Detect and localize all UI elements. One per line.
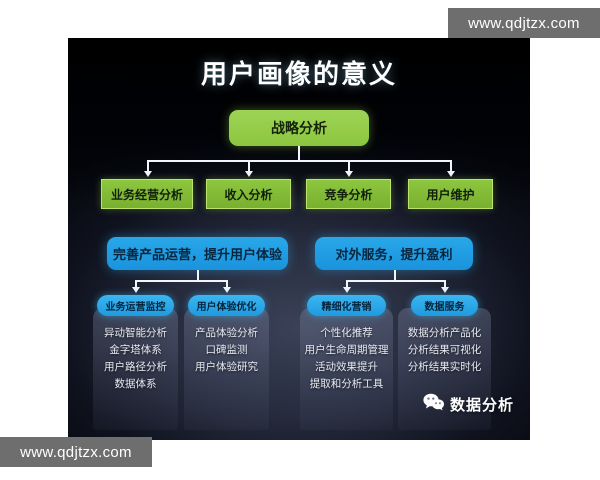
slide-panel: 用户画像的意义 战略分析 业务经营分析 收入分析 竞争分析 用户维护 完善产品运… bbox=[68, 38, 530, 440]
node-revenue-analysis[interactable]: 收入分析 bbox=[206, 179, 291, 209]
wechat-icon bbox=[423, 393, 445, 416]
pill-refined-marketing[interactable]: 精细化营销 bbox=[307, 295, 386, 316]
node-external-service-profit[interactable]: 对外服务，提升盈利 bbox=[315, 237, 473, 270]
connector-left-stem bbox=[197, 270, 199, 281]
list-item: 口碑监测 bbox=[205, 344, 248, 356]
arrow-down-pill-3 bbox=[343, 287, 351, 293]
node-user-maintenance[interactable]: 用户维护 bbox=[408, 179, 493, 209]
connector-drop-3 bbox=[348, 160, 350, 172]
list-item: 用户生命周期管理 bbox=[304, 344, 389, 356]
watermark-bottom-left: www.qdjtzx.com bbox=[0, 437, 152, 467]
pill-user-experience-optimization[interactable]: 用户体验优化 bbox=[188, 295, 265, 316]
arrow-down-pill-2 bbox=[223, 287, 231, 293]
node-strategy-analysis[interactable]: 战略分析 bbox=[229, 110, 369, 146]
arrow-down-pill-4 bbox=[441, 287, 449, 293]
connector-root-stem bbox=[298, 146, 300, 161]
connector-drop-1 bbox=[147, 160, 149, 172]
pill-business-operation-monitoring[interactable]: 业务运营监控 bbox=[97, 295, 174, 316]
detail-card-4 bbox=[398, 308, 491, 430]
list-item: 产品体验分析 bbox=[195, 327, 258, 339]
detail-card-3 bbox=[300, 308, 393, 430]
list-item: 用户体验研究 bbox=[195, 361, 258, 373]
connector-left-bus bbox=[135, 280, 226, 282]
list-item: 用户路径分析 bbox=[104, 361, 167, 373]
wechat-logo: 数据分析 bbox=[423, 393, 514, 416]
arrow-down-pill-1 bbox=[132, 287, 140, 293]
wechat-logo-text: 数据分析 bbox=[450, 397, 515, 414]
node-business-operation-analysis[interactable]: 业务经营分析 bbox=[101, 179, 193, 209]
arrow-down-1 bbox=[144, 171, 152, 177]
list-item: 金字塔体系 bbox=[109, 344, 162, 356]
arrow-down-3 bbox=[345, 171, 353, 177]
pill-data-service[interactable]: 数据服务 bbox=[411, 295, 478, 316]
arrow-down-2 bbox=[245, 171, 253, 177]
connector-root-bus bbox=[147, 160, 450, 162]
detail-list-3: 个性化推荐 用户生命周期管理 活动效果提升 提取和分析工具 bbox=[300, 325, 393, 393]
node-improve-product-operation[interactable]: 完善产品运营，提升用户体验 bbox=[107, 237, 288, 270]
detail-card-2 bbox=[184, 308, 269, 430]
connector-right-drop-2 bbox=[444, 280, 446, 288]
list-item: 个性化推荐 bbox=[320, 327, 373, 339]
connector-right-drop-1 bbox=[346, 280, 348, 288]
connector-left-drop-2 bbox=[226, 280, 228, 288]
list-item: 分析结果实时化 bbox=[407, 361, 482, 373]
detail-list-1: 异动智能分析 金字塔体系 用户路径分析 数据体系 bbox=[93, 325, 178, 393]
connector-left-drop-1 bbox=[135, 280, 137, 288]
list-item: 分析结果可视化 bbox=[407, 344, 482, 356]
page-title: 用户画像的意义 bbox=[200, 59, 397, 89]
list-item: 提取和分析工具 bbox=[309, 378, 384, 390]
detail-list-2: 产品体验分析 口碑监测 用户体验研究 bbox=[184, 325, 269, 376]
connector-right-stem bbox=[394, 270, 396, 281]
list-item: 活动效果提升 bbox=[315, 361, 378, 373]
detail-card-1 bbox=[93, 308, 178, 430]
connector-drop-2 bbox=[248, 160, 250, 172]
connector-drop-4 bbox=[450, 160, 452, 172]
list-item: 数据体系 bbox=[114, 378, 157, 390]
detail-list-4: 数据分析产品化 分析结果可视化 分析结果实时化 bbox=[398, 325, 491, 376]
connector-right-bus bbox=[346, 280, 445, 282]
list-item: 异动智能分析 bbox=[104, 327, 167, 339]
watermark-top-right: www.qdjtzx.com bbox=[448, 8, 600, 38]
node-competition-analysis[interactable]: 竞争分析 bbox=[306, 179, 391, 209]
arrow-down-4 bbox=[447, 171, 455, 177]
list-item: 数据分析产品化 bbox=[407, 327, 482, 339]
